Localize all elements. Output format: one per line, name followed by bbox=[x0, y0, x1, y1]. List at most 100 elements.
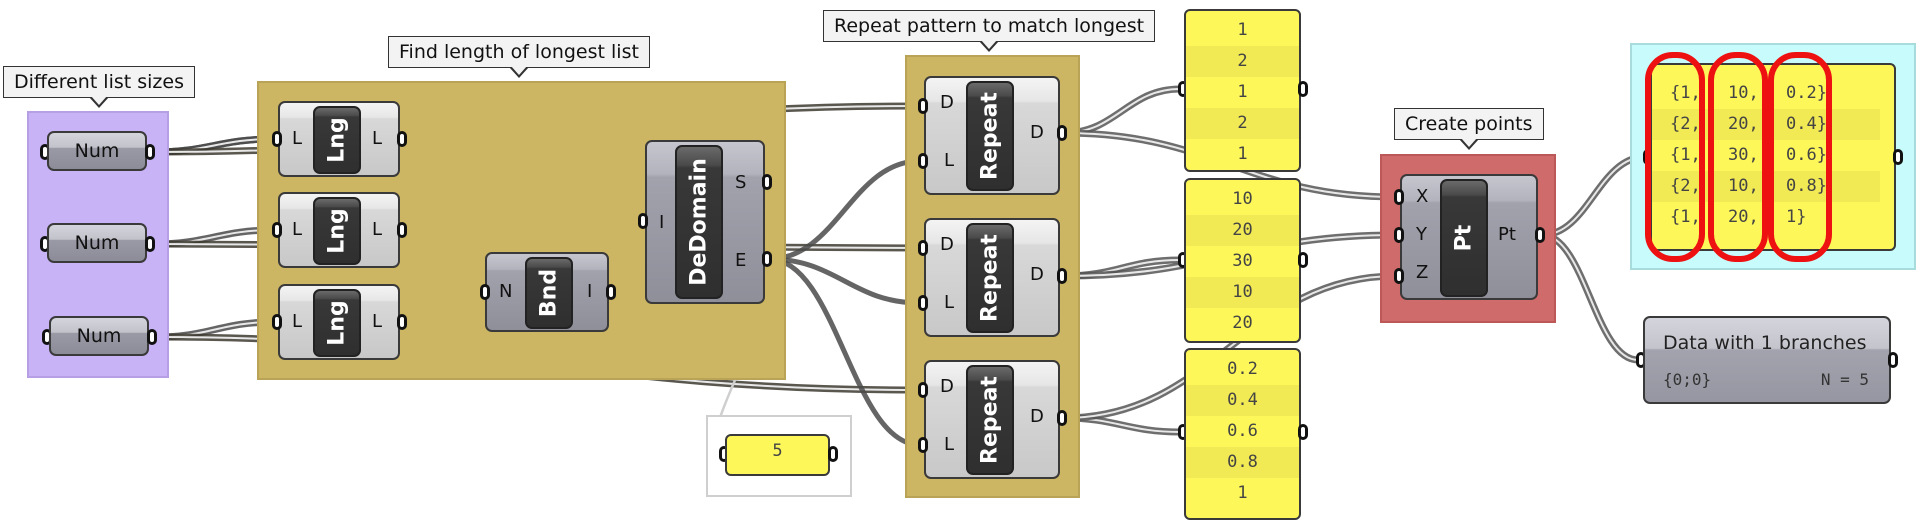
output-grip[interactable] bbox=[397, 131, 407, 147]
component-nickname: Repeat bbox=[966, 81, 1014, 191]
wire-num1-lng1b bbox=[153, 135, 275, 156]
output-grip[interactable] bbox=[1057, 268, 1067, 284]
wire-repeat2-panel2 bbox=[1063, 256, 1181, 280]
panel-row: {1,20,1} bbox=[1670, 207, 1807, 227]
panel-row: 30 bbox=[1232, 251, 1253, 271]
input-label-length: L bbox=[944, 150, 955, 171]
num-param-body[interactable]: Num bbox=[47, 223, 147, 263]
input-grip-x[interactable] bbox=[1394, 189, 1404, 205]
panel-body[interactable]: 1 2 1 2 1 bbox=[1184, 9, 1301, 172]
panel-body[interactable]: 10 20 30 10 20 bbox=[1184, 178, 1301, 343]
output-grip[interactable] bbox=[606, 284, 616, 300]
panel-row: 0.8 bbox=[1186, 447, 1299, 478]
output-label-end: E bbox=[735, 250, 747, 271]
highlight-column-x bbox=[1645, 52, 1705, 262]
output-grip[interactable] bbox=[1888, 352, 1898, 368]
output-label: I bbox=[587, 281, 593, 302]
output-grip[interactable] bbox=[1535, 227, 1545, 243]
input-label-y: Y bbox=[1416, 224, 1427, 245]
input-grip-data[interactable] bbox=[918, 98, 928, 114]
output-grip[interactable] bbox=[1298, 252, 1308, 268]
input-label-length: L bbox=[944, 434, 955, 455]
output-grip-start[interactable] bbox=[762, 174, 772, 190]
output-grip-end[interactable] bbox=[762, 251, 772, 267]
wire-dedomain-repeat2 bbox=[768, 256, 921, 306]
input-grip-length[interactable] bbox=[918, 437, 928, 453]
output-label: D bbox=[1030, 122, 1044, 143]
wire-repeat3-panel3 bbox=[1063, 414, 1181, 436]
component-body[interactable]: I DeDomain S E bbox=[645, 140, 765, 304]
output-grip[interactable] bbox=[1057, 410, 1067, 426]
panel-body[interactable]: 5 bbox=[725, 434, 830, 476]
component-body[interactable]: L Lng L bbox=[278, 284, 400, 360]
panel-row: 2 bbox=[1186, 108, 1299, 139]
panel-row: 1 bbox=[1237, 20, 1248, 40]
panel-body[interactable]: 0.2 0.4 0.6 0.8 1 bbox=[1184, 348, 1301, 520]
panel-row: 1 bbox=[1237, 144, 1248, 164]
output-grip[interactable] bbox=[145, 144, 155, 160]
viewer-count: N = 5 bbox=[1820, 370, 1869, 389]
output-grip[interactable] bbox=[397, 314, 407, 330]
output-grip[interactable] bbox=[145, 236, 155, 252]
output-grip[interactable] bbox=[397, 222, 407, 238]
input-grip-data[interactable] bbox=[918, 382, 928, 398]
component-body[interactable]: L Lng L bbox=[278, 101, 400, 177]
num-label: Num bbox=[74, 140, 120, 162]
component-body[interactable]: D L Repeat D bbox=[924, 218, 1060, 337]
param-viewer-body[interactable]: Data with 1 branches {0;0} N = 5 bbox=[1643, 316, 1891, 404]
input-grip[interactable] bbox=[480, 284, 490, 300]
input-label-data: D bbox=[940, 234, 954, 255]
output-grip[interactable] bbox=[147, 329, 157, 345]
panel-row: 0.4 bbox=[1186, 385, 1299, 416]
output-grip[interactable] bbox=[1057, 125, 1067, 141]
wire-num1-lng1 bbox=[153, 135, 275, 156]
input-grip-length[interactable] bbox=[918, 295, 928, 311]
component-nickname: Lng bbox=[313, 197, 361, 265]
input-grip-z[interactable] bbox=[1394, 268, 1404, 284]
component-body[interactable]: L Lng L bbox=[278, 192, 400, 268]
input-grip[interactable] bbox=[272, 131, 282, 147]
panel-row: 2 bbox=[1186, 46, 1299, 77]
output-grip[interactable] bbox=[828, 446, 838, 462]
wire-dedomain-repeat1 bbox=[768, 158, 921, 262]
input-label: I bbox=[659, 212, 665, 233]
component-body[interactable]: X Y Z Pt Pt bbox=[1400, 174, 1538, 300]
group-label-repeat-pattern: Repeat pattern to match longest bbox=[823, 10, 1156, 52]
output-label: Pt bbox=[1498, 224, 1516, 245]
output-grip[interactable] bbox=[1298, 81, 1308, 97]
output-label: L bbox=[372, 128, 383, 149]
wire-repeat1-panel1 bbox=[1063, 85, 1181, 137]
component-body[interactable]: D L Repeat D bbox=[924, 76, 1060, 195]
num-label: Num bbox=[74, 232, 120, 254]
output-label-start: S bbox=[735, 172, 747, 193]
input-label: L bbox=[292, 219, 303, 240]
num-param-body[interactable]: Num bbox=[49, 316, 149, 356]
panel-row: 1 bbox=[1237, 483, 1248, 503]
component-nickname: Repeat bbox=[966, 365, 1014, 475]
highlight-column-z bbox=[1768, 52, 1832, 262]
output-grip[interactable] bbox=[1893, 149, 1903, 165]
panel-value: 5 bbox=[772, 441, 783, 461]
component-nickname: Lng bbox=[313, 106, 361, 174]
input-grip[interactable] bbox=[272, 314, 282, 330]
component-nickname: DeDomain bbox=[675, 145, 723, 299]
output-label: D bbox=[1030, 406, 1044, 427]
input-grip-length[interactable] bbox=[918, 153, 928, 169]
panel-row: 20 bbox=[1232, 313, 1253, 333]
wire-num2-lng2 bbox=[153, 226, 275, 248]
input-grip-data[interactable] bbox=[918, 240, 928, 256]
viewer-path: {0;0} bbox=[1663, 370, 1712, 389]
input-grip[interactable] bbox=[272, 222, 282, 238]
input-grip-y[interactable] bbox=[1394, 227, 1404, 243]
group-label-create-points: Create points bbox=[1394, 108, 1544, 150]
component-nickname: Pt bbox=[1440, 179, 1488, 297]
highlight-column-y bbox=[1708, 52, 1768, 262]
component-body[interactable]: N Bnd I bbox=[485, 252, 609, 332]
input-label-x: X bbox=[1416, 186, 1429, 207]
input-grip[interactable] bbox=[638, 213, 648, 229]
output-grip[interactable] bbox=[1298, 424, 1308, 440]
panel-row: 0.6 bbox=[1227, 421, 1258, 441]
component-body[interactable]: D L Repeat D bbox=[924, 360, 1060, 479]
group-label-different-list-sizes: Different list sizes bbox=[3, 66, 195, 108]
num-param-body[interactable]: Num bbox=[47, 131, 147, 171]
